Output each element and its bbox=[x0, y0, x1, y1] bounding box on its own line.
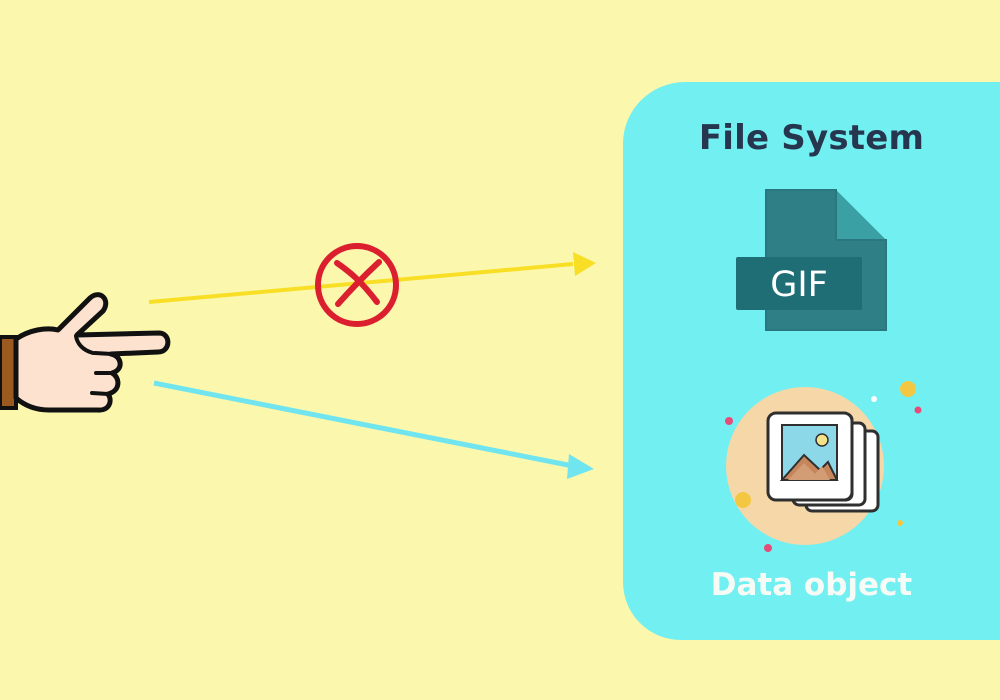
blue-arrow bbox=[153, 380, 594, 479]
pointing-hand-icon bbox=[0, 292, 171, 413]
gif-badge-label: GIF bbox=[770, 265, 828, 305]
gif-file-icon: GIF bbox=[736, 189, 887, 331]
panel-title: File System bbox=[698, 118, 925, 158]
file-system-panel bbox=[623, 82, 1000, 640]
gif-badge bbox=[736, 257, 862, 310]
blocked-x-icon bbox=[315, 243, 399, 327]
panel-icons: GIF bbox=[725, 189, 922, 552]
panel-content: File System GIF bbox=[623, 0, 1000, 700]
data-object-label: Data object bbox=[710, 567, 913, 603]
image-stack-icon bbox=[725, 381, 922, 552]
